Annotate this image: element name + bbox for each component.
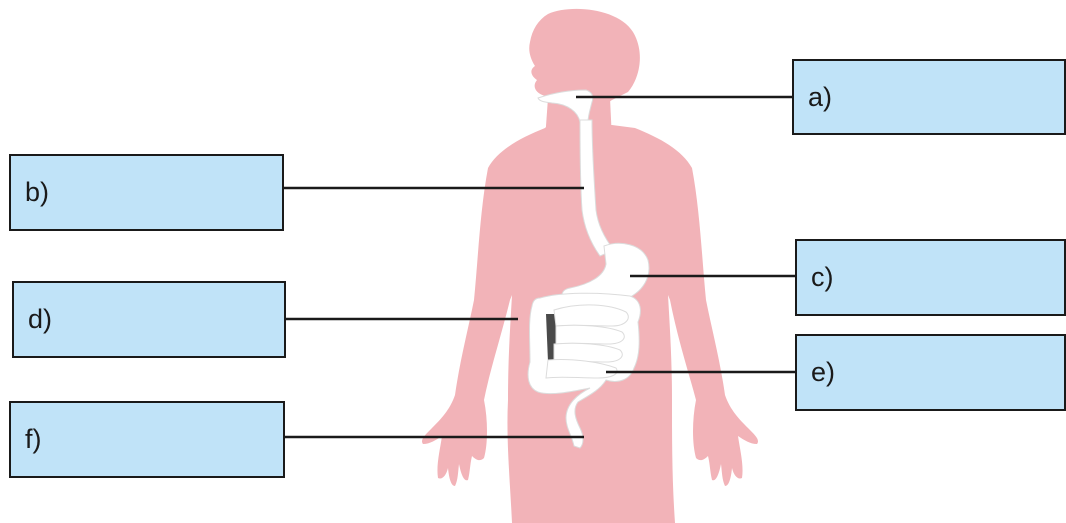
label-text-b: b) xyxy=(25,177,49,208)
label-box-e[interactable]: e) xyxy=(795,334,1066,411)
label-text-c: c) xyxy=(811,262,834,293)
label-box-c[interactable]: c) xyxy=(795,239,1066,316)
label-box-d[interactable]: d) xyxy=(12,281,286,358)
label-text-d: d) xyxy=(28,304,52,335)
label-text-a: a) xyxy=(808,82,832,113)
label-box-a[interactable]: a) xyxy=(792,59,1066,135)
body-silhouette xyxy=(422,9,758,523)
label-text-e: e) xyxy=(811,357,835,388)
label-text-f: f) xyxy=(25,424,42,455)
label-box-f[interactable]: f) xyxy=(9,401,285,478)
label-box-b[interactable]: b) xyxy=(9,154,284,231)
